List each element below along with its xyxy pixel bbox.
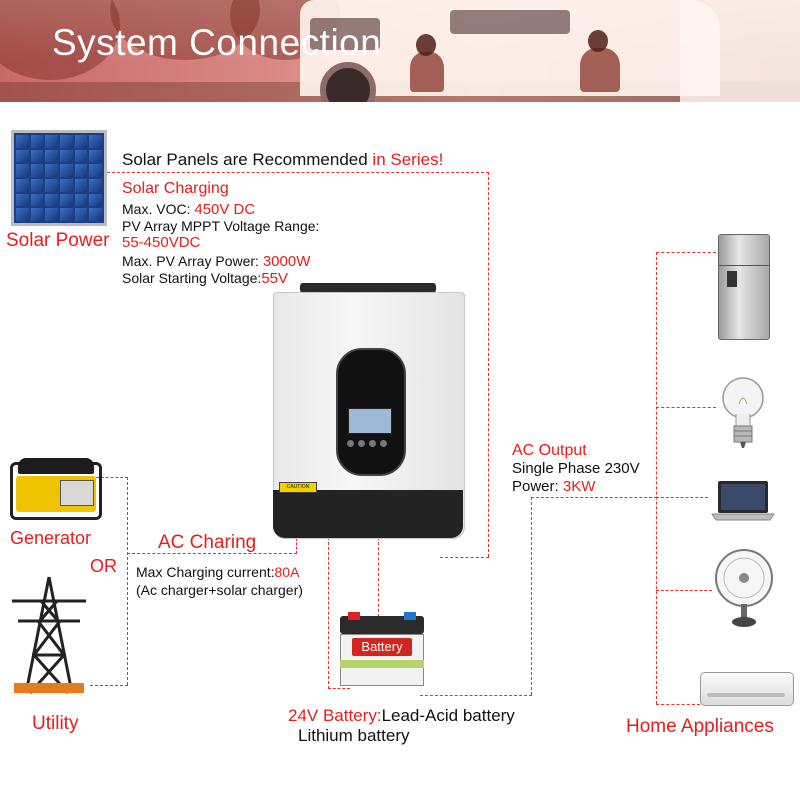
- utility-line: [90, 685, 128, 686]
- mppt-range-label: PV Array MPPT Voltage Range:: [122, 218, 320, 234]
- generator-line: [96, 477, 128, 478]
- ac-output-power-value: 3KW: [562, 478, 596, 495]
- campervan-photo: [300, 0, 720, 102]
- ac-output-line: [531, 497, 532, 695]
- ac-output-title: AC Output: [512, 442, 587, 459]
- inverter-mount: [300, 283, 436, 293]
- home-appliances-label: Home Appliances: [626, 716, 774, 737]
- ac-output-power: Power: 3KW: [512, 478, 595, 495]
- recommendation-text: Solar Panels are Recommended: [122, 150, 373, 169]
- battery-voltage-label: 24V Battery:: [288, 706, 382, 725]
- battery-left-line: [328, 537, 329, 689]
- mppt-range-value: 55-450VDC: [122, 234, 201, 251]
- max-pv-power-label: Max. PV Array Power:: [122, 253, 263, 269]
- ac-charging-title: AC Charing: [158, 532, 257, 553]
- battery-type-lithium: Lithium battery: [298, 726, 410, 745]
- inverter-button: [369, 440, 376, 447]
- or-label: OR: [90, 556, 117, 576]
- max-pv-power-value: 3000W: [262, 253, 311, 270]
- ac-output-phase: Single Phase 230V: [512, 460, 640, 477]
- fan-icon: [715, 549, 773, 627]
- generator-label: Generator: [10, 528, 92, 548]
- caution-label: CAUTION: [279, 482, 317, 493]
- start-voltage-label: Solar Starting Voltage:: [122, 270, 262, 286]
- utility-pylon-icon: [12, 576, 86, 695]
- ac-charging-note: (Ac charger+solar charger): [136, 582, 303, 598]
- solar-vertical-line: [488, 172, 489, 557]
- solar-charging-title: Solar Charging: [122, 180, 229, 197]
- ac-charging-line: [127, 553, 297, 554]
- start-voltage-value: 55V: [261, 270, 289, 287]
- battery-type: 24V Battery:Lead-Acid battery: [288, 706, 515, 726]
- solar-power-label: Solar Power: [6, 230, 110, 251]
- recommendation-highlight: in Series!: [372, 150, 444, 169]
- solar-start-voltage: Solar Starting Voltage:55V: [122, 270, 288, 287]
- utility-label: Utility: [32, 713, 79, 734]
- page-title: System Connection: [52, 22, 382, 63]
- max-voc-label: Max. VOC:: [122, 201, 195, 217]
- laptop-icon: [711, 481, 775, 521]
- max-charging-current: Max Charging current:80A: [136, 564, 299, 580]
- header-banner: System Connection: [0, 0, 800, 102]
- battery-badge: Battery: [352, 638, 412, 656]
- max-voc: Max. VOC: 450V DC: [122, 201, 255, 218]
- appliance-bus-line: [656, 252, 657, 704]
- air-conditioner-icon: [700, 672, 794, 706]
- solar-to-inverter-line: [107, 172, 489, 173]
- battery-top-line: [378, 537, 379, 617]
- inverter-button: [380, 440, 387, 447]
- max-pv-power: Max. PV Array Power: 3000W: [122, 253, 310, 270]
- inverter-base: [273, 490, 463, 538]
- ac-output-power-label: Power:: [512, 478, 563, 495]
- generator-icon: [10, 458, 102, 520]
- solar-panel-icon: [11, 130, 107, 226]
- fridge-icon: [718, 234, 770, 340]
- inverter-button: [347, 440, 354, 447]
- battery-type-lead-acid: Lead-Acid battery: [381, 706, 515, 725]
- battery-icon: Battery: [340, 612, 424, 686]
- light-bulb-icon: [722, 377, 764, 448]
- inverter-button: [358, 440, 365, 447]
- max-charging-current-label: Max Charging current:: [136, 564, 275, 580]
- max-charging-current-value: 80A: [274, 564, 300, 580]
- inverter-lcd: [348, 408, 392, 434]
- max-voc-value: 450V DC: [194, 201, 256, 218]
- solar-recommendation: Solar Panels are Recommended in Series!: [122, 150, 443, 170]
